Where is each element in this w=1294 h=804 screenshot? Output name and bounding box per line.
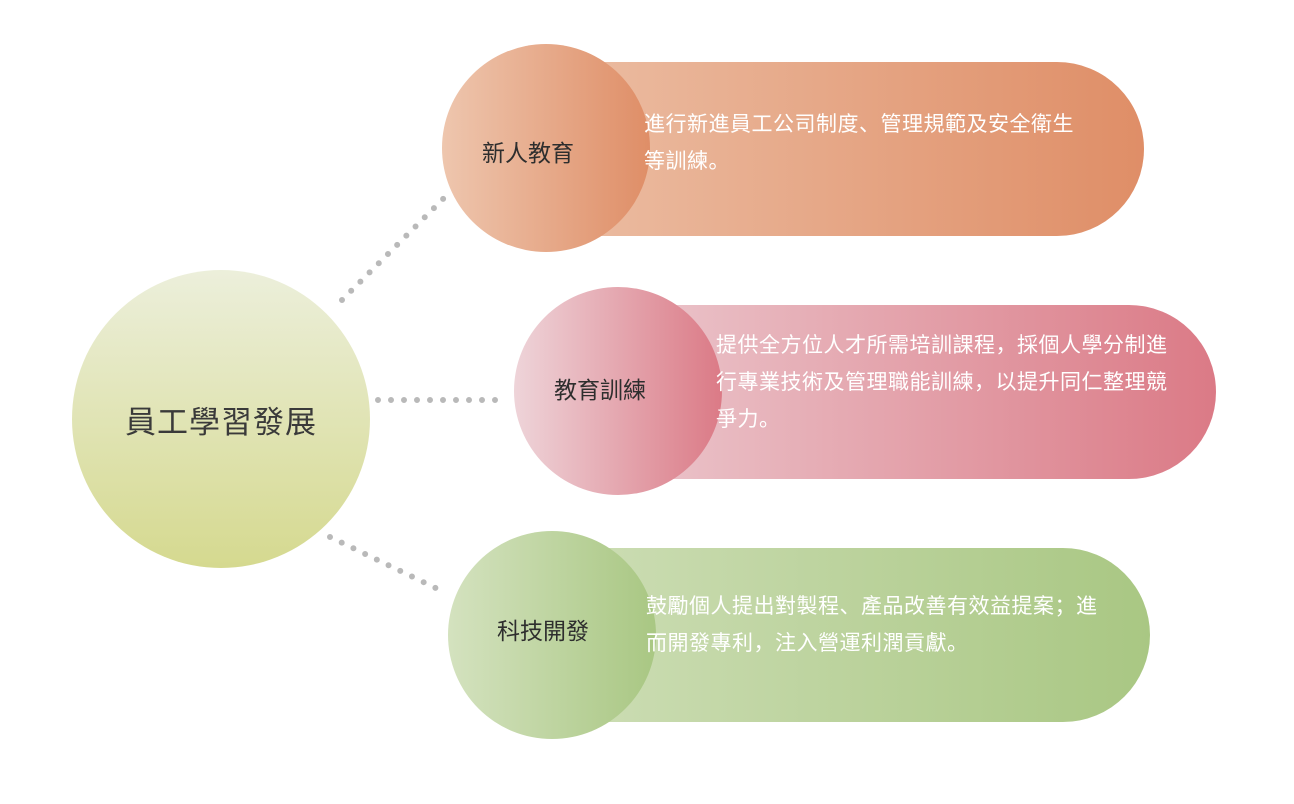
node-title-new-employee: 新人教育 [482,141,574,167]
node-title-tech-development: 科技開發 [497,619,589,645]
connector-top [339,193,449,303]
node-shape-tech-development [448,531,1150,739]
node-title-training: 教育訓練 [554,378,646,404]
center-label: 員工學習發展 [125,404,317,441]
node-shape-training [514,287,1216,495]
node-desc-tech-development: 鼓勵個人提出對製程、產品改善有效益提案；進而開發專利，注入營運利潤貢獻。 [646,594,1098,655]
node-desc-new-employee: 進行新進員工公司制度、管理規範及安全衛生等訓練。 [644,112,1074,173]
center-circle [72,270,370,568]
connector-dots [327,193,509,595]
node-desc-training: 提供全方位人才所需培訓課程，採個人學分制進行專業技術及管理職能訓練，以提升同仁整… [716,333,1168,431]
node-shape-new-employee [442,44,1144,252]
connector-bottom [327,534,447,595]
